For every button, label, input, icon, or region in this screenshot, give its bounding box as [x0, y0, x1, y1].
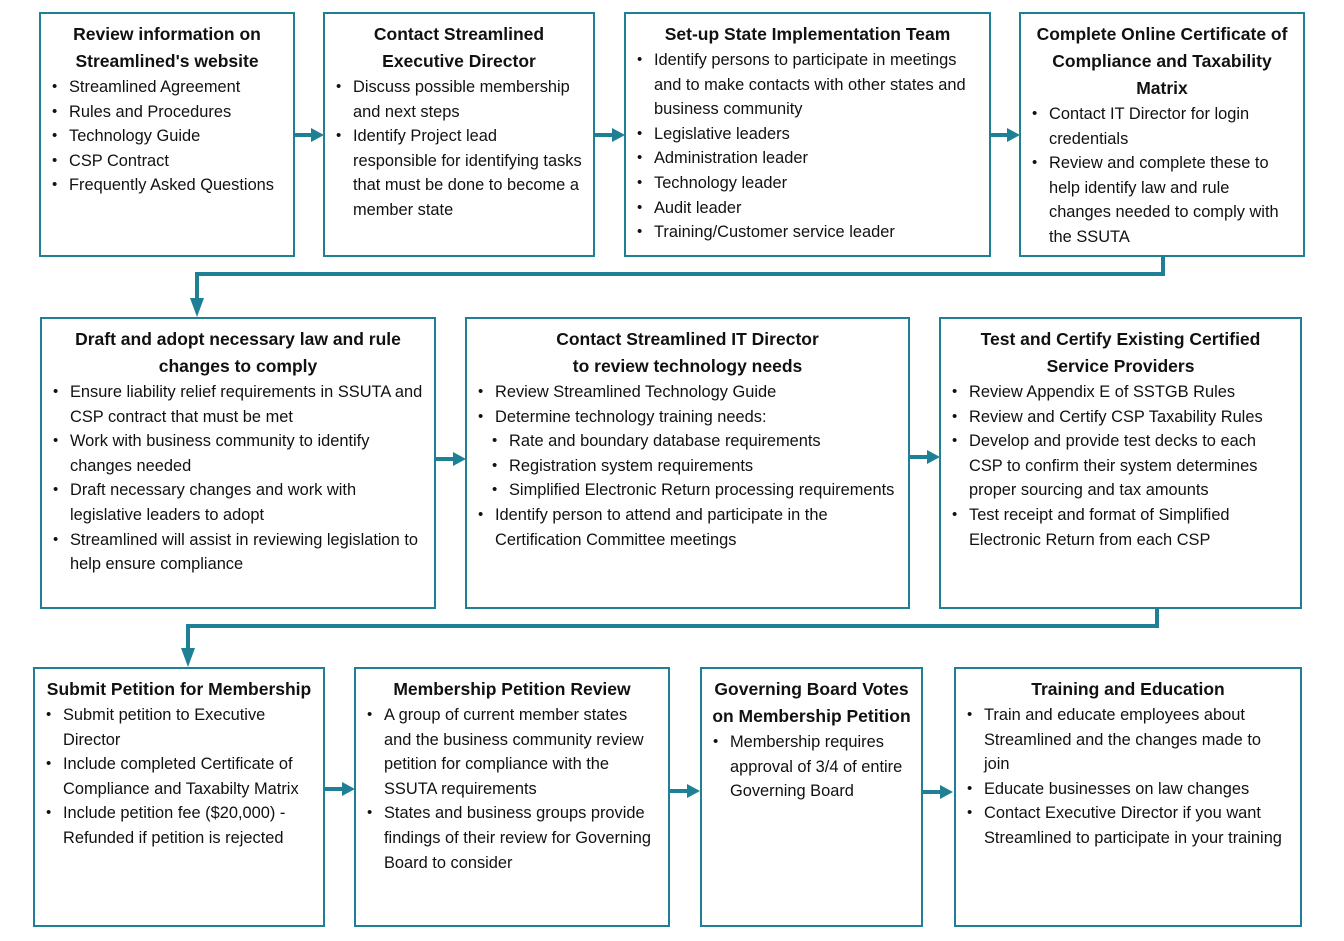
step-certificate-of-compliance: Complete Online Certificate of Complianc… — [1019, 12, 1305, 257]
step-list: Streamlined Agreement Rules and Procedur… — [51, 75, 283, 198]
list-item: Frequently Asked Questions — [52, 173, 283, 198]
right-arrow-icon — [909, 450, 940, 464]
list-item: CSP Contract — [52, 149, 283, 174]
list-item: Submit petition to Executive Director — [46, 703, 313, 752]
list-item: Work with business community to identify… — [53, 429, 424, 478]
list-item: Training/Customer service leader — [637, 220, 979, 245]
sub-list-item: Simplified Electronic Return processing … — [492, 478, 898, 503]
sub-list: Rate and boundary database requirements … — [477, 429, 898, 503]
list-item: Review and complete these to help identi… — [1032, 151, 1293, 249]
list-item: Test receipt and format of Simplified El… — [952, 503, 1290, 552]
connector-line — [186, 624, 1159, 628]
right-arrow-icon — [293, 128, 324, 142]
list-item: Review and Certify CSP Taxability Rules — [952, 405, 1290, 430]
step-list: Train and educate employees about Stream… — [966, 703, 1290, 851]
list-item: Include completed Certificate of Complia… — [46, 752, 313, 801]
list-item: Contact Executive Director if you want S… — [967, 801, 1290, 850]
step-list: Identify persons to participate in meeti… — [636, 48, 979, 245]
list-item: Streamlined will assist in reviewing leg… — [53, 528, 424, 577]
step-list: Review Appendix E of SSTGB Rules Review … — [951, 380, 1290, 552]
sub-list-item: Registration system requirements — [492, 454, 898, 479]
connector-line — [186, 624, 190, 652]
list-item: Train and educate employees about Stream… — [967, 703, 1290, 777]
list-item: A group of current member states and the… — [367, 703, 658, 801]
right-arrow-icon — [324, 782, 355, 796]
right-arrow-icon — [435, 452, 466, 466]
list-item: Ensure liability relief requirements in … — [53, 380, 424, 429]
list-item: Technology leader — [637, 171, 979, 196]
step-list: Submit petition to Executive Director In… — [45, 703, 313, 851]
connector-line — [195, 272, 1165, 276]
step-title: Membership Petition Review — [393, 679, 631, 699]
step-implementation-team: Set-up State Implementation Team Identif… — [624, 12, 991, 257]
list-item: Audit leader — [637, 196, 979, 221]
list-item: Administration leader — [637, 146, 979, 171]
step-list: Membership requires approval of 3/4 of e… — [712, 730, 911, 804]
list-item: Include petition fee ($20,000) - Refunde… — [46, 801, 313, 850]
list-item: Review Streamlined Technology Guide — [478, 380, 898, 405]
title-line: to review technology needs — [572, 356, 803, 376]
list-item: Identify persons to participate in meeti… — [637, 48, 979, 122]
step-title: Review information on Streamlined's webs… — [73, 24, 261, 71]
step-contact-it-director: Contact Streamlined IT Director to review… — [465, 317, 910, 609]
list-item: Identify person to attend and participat… — [478, 503, 898, 552]
list-item: Rules and Procedures — [52, 100, 283, 125]
step-governing-board-vote: Governing Board Votes on Membership Peti… — [700, 667, 923, 927]
step-title: Draft and adopt necessary law and rule c… — [75, 329, 401, 376]
right-arrow-icon — [669, 784, 700, 798]
down-arrow-icon — [181, 648, 195, 667]
step-list: A group of current member states and the… — [366, 703, 658, 875]
step-title: Complete Online Certificate of Complianc… — [1036, 24, 1288, 98]
list-item: Determine technology training needs: — [478, 405, 898, 430]
step-test-certify-csp: Test and Certify Existing Certified Serv… — [939, 317, 1302, 609]
step-title: Training and Education — [1031, 679, 1225, 699]
list-item: States and business groups provide findi… — [367, 801, 658, 875]
down-arrow-icon — [190, 298, 204, 317]
step-training-education: Training and Education Train and educate… — [954, 667, 1302, 927]
list-item: Review Appendix E of SSTGB Rules — [952, 380, 1290, 405]
list-item: Educate businesses on law changes — [967, 777, 1290, 802]
list-item: Develop and provide test decks to each C… — [952, 429, 1290, 503]
right-arrow-icon — [922, 785, 953, 799]
list-item: Legislative leaders — [637, 122, 979, 147]
list-item: Contact IT Director for login credential… — [1032, 102, 1293, 151]
step-list: Contact IT Director for login credential… — [1031, 102, 1293, 250]
step-list: Identify person to attend and participat… — [477, 503, 898, 552]
step-list: Review Streamlined Technology Guide Dete… — [477, 380, 898, 429]
connector-line — [1155, 608, 1159, 628]
step-submit-petition: Submit Petition for Membership Submit pe… — [33, 667, 325, 927]
list-item: Draft necessary changes and work with le… — [53, 478, 424, 527]
step-petition-review: Membership Petition Review A group of cu… — [354, 667, 670, 927]
step-list: Discuss possible membership and next ste… — [335, 75, 583, 223]
step-draft-law-changes: Draft and adopt necessary law and rule c… — [40, 317, 436, 609]
connector-line — [195, 272, 199, 302]
step-title: Set-up State Implementation Team — [664, 24, 951, 44]
step-contact-executive-director: Contact Streamlined Executive Director D… — [323, 12, 595, 257]
connector-line — [1161, 256, 1165, 275]
step-title: Governing Board Votes on Membership Peti… — [712, 679, 911, 726]
step-list: Ensure liability relief requirements in … — [52, 380, 424, 577]
list-item: Streamlined Agreement — [52, 75, 283, 100]
list-item: Discuss possible membership and next ste… — [336, 75, 583, 124]
right-arrow-icon — [989, 128, 1020, 142]
step-review-website: Review information on Streamlined's webs… — [39, 12, 295, 257]
step-title: Contact Streamlined Executive Director — [373, 24, 545, 71]
step-title: Contact Streamlined IT Director to review… — [477, 326, 898, 380]
step-title: Submit Petition for Membership — [46, 679, 312, 699]
list-item: Membership requires approval of 3/4 of e… — [713, 730, 911, 804]
list-item: Identify Project lead responsible for id… — [336, 124, 583, 222]
step-title: Test and Certify Existing Certified Serv… — [980, 329, 1261, 376]
list-item: Technology Guide — [52, 124, 283, 149]
sub-list-item: Rate and boundary database requirements — [492, 429, 898, 454]
title-line: Contact Streamlined IT Director — [556, 329, 819, 349]
right-arrow-icon — [594, 128, 625, 142]
